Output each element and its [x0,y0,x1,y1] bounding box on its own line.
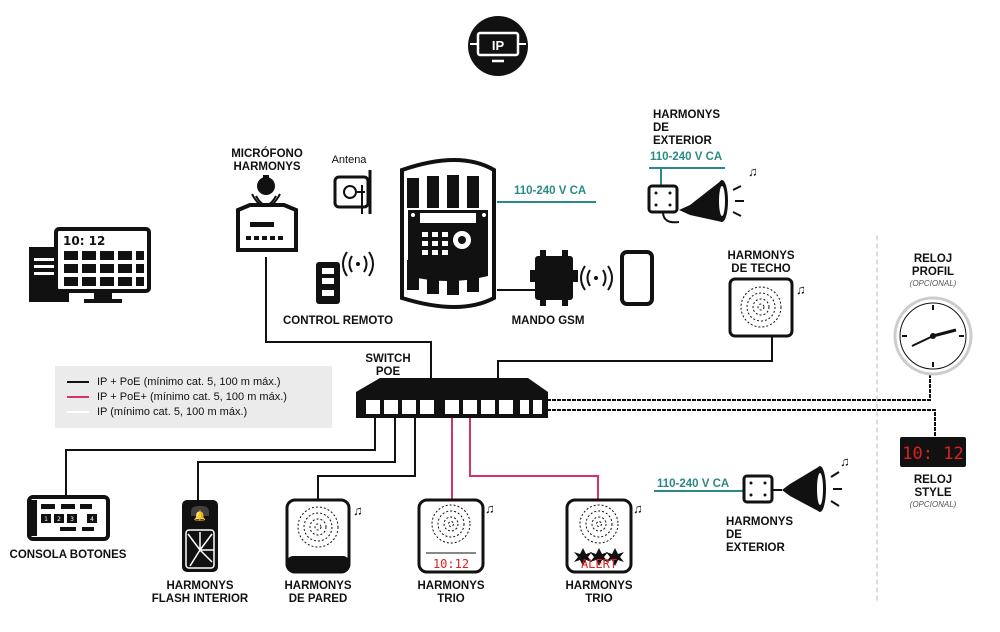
music-note-icon: ♫ [353,503,363,518]
svg-text:3: 3 [70,516,74,523]
switch-label: SWITCH POE [365,353,411,378]
harmonys-microphone [236,175,298,252]
wall-speaker-label: HARMONYS DE PARED [284,580,352,605]
clock-style-note: (OPCIONAL) [909,500,957,509]
ceiling-speaker: ♫ [728,277,806,338]
flash-interior-label: HARMONYS FLASH INTERIOR [151,580,249,605]
monitor-time: 10: 12 [63,234,105,248]
music-note-icon: ♫ [796,282,806,297]
outdoor-speaker-top-label: HARMONYS DE EXTERIOR [653,109,721,147]
music-note-icon: ♫ [633,501,643,516]
trio-clock-display: 10:12 [433,557,469,571]
clock-profil-label: RELOJ PROFIL [911,253,955,278]
trio-alert-label: HARMONYS TRIO [565,580,633,605]
legend-item-poe-plus: IP + PoE+ (mínimo cat. 5, 100 m máx.) [67,391,287,404]
clock-style-label: RELOJ STYLE [913,474,953,499]
music-note-icon: ♫ [840,454,850,469]
button-console-label: CONSOLA BOTONES [9,549,127,561]
legend: IP + PoE (mínimo cat. 5, 100 m máx.) IP … [55,366,332,428]
gsm-label: MANDO GSM [511,315,585,327]
poe-switch [356,378,548,418]
antenna [333,170,372,214]
flash-burst-icon [574,548,624,566]
flash-interior: 🔔 [182,500,218,572]
outdoor-speaker-top: ♫ [647,164,758,224]
trio-alert-display: ALERT [581,557,617,571]
microphone-label: MICRÓFONO HARMONYS [231,148,303,173]
legend-item-ip: IP (mínimo cat. 5, 100 m máx.) [67,406,247,419]
wireless-waves-icon [342,251,374,277]
main-unit-voltage: 110-240 V CA [514,185,587,197]
clock-style: 10: 12 [900,437,966,467]
clock-profil [893,296,973,376]
bell-icon: 🔔 [194,510,206,522]
gsm-waves-icon [580,265,613,291]
main-control-unit [400,158,496,309]
music-note-icon: ♫ [748,164,758,179]
gsm-module [530,250,654,306]
music-note-icon: ♫ [485,501,495,516]
ip-network-icon: IP [468,16,528,76]
remote-control [316,251,374,304]
outdoor-speaker-bottom-voltage: 110-240 V CA [657,478,730,490]
pc-monitor: 10: 12 [29,227,151,303]
harmonys-trio-alert: ALERT ♫ [565,498,643,574]
ip-icon-label: IP [492,38,505,53]
svg-text:1: 1 [44,516,48,523]
harmonys-trio-clock: 10:12 ♫ [417,498,495,574]
outdoor-speaker-top-voltage: 110-240 V CA [650,151,723,163]
svg-text:2: 2 [57,516,61,523]
svg-text:4: 4 [90,516,94,523]
clock-profil-note: (OPCIONAL) [909,279,957,288]
outdoor-speaker-bottom: ♫ [742,454,850,512]
remote-control-label: CONTROL REMOTO [282,315,394,327]
button-console: 1 2 3 4 [27,495,110,541]
clock-style-display: 10: 12 [902,444,963,464]
outdoor-speaker-bottom-label: HARMONYS DE EXTERIOR [726,516,794,554]
wall-speaker: ♫ [285,498,363,574]
legend-item-poe: IP + PoE (mínimo cat. 5, 100 m máx.) [67,376,281,389]
ceiling-speaker-label: HARMONYS DE TECHO [727,250,795,275]
antenna-label: Antena [331,154,367,166]
trio-clock-label: HARMONYS TRIO [417,580,485,605]
cables [65,167,936,605]
